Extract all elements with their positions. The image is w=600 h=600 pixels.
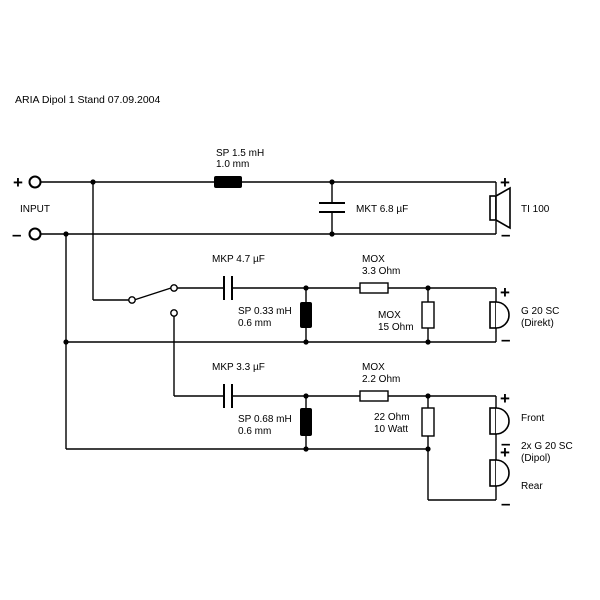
selector-switch [128, 284, 178, 317]
input-terminals: + – INPUT [12, 173, 50, 244]
dipol-speaker-label: 2x G 20 SC [521, 441, 573, 452]
capacitor-mkt-6-8uf [319, 202, 345, 213]
rear-speaker-plus-sign: + [500, 443, 510, 462]
inductor-0-33mh-label: SP 0.33 mH [238, 306, 292, 317]
resistor-mox-3-3ohm [359, 282, 389, 294]
dipol-speaker-sublabel: (Dipol) [521, 453, 550, 464]
input-minus-sign: – [12, 225, 21, 244]
rear-speaker-minus-sign: – [501, 494, 510, 513]
inductor-0-68mh-label: SP 0.68 mH [238, 414, 292, 425]
inductor-1-5mh [214, 176, 242, 188]
capacitor-mkp-3-3uf [223, 384, 233, 408]
tweeter-branch: SP 1.5 mH 1.0 mm MKT 6.8 µF + – TI 100 [214, 148, 550, 244]
resistor-mox-2-2ohm-value: 2.2 Ohm [362, 374, 400, 385]
junction-dots [63, 179, 431, 452]
direct-speaker-sublabel: (Direkt) [521, 318, 554, 329]
tweeter-speaker [489, 186, 511, 230]
rear-speaker-label: Rear [521, 481, 543, 492]
input-minus-terminal [28, 227, 42, 241]
front-speaker-plus-sign: + [500, 389, 510, 408]
resistor-22ohm-power: 10 Watt [374, 424, 408, 435]
resistor-mox-15ohm [421, 301, 435, 329]
inductor-1-5mh-label: SP 1.5 mH [216, 148, 264, 159]
capacitor-mkt-6-8uf-label: MKT 6.8 µF [356, 204, 408, 215]
resistor-mox-3-3ohm-label: MOX [362, 254, 385, 265]
inductor-0-68mh [300, 408, 312, 436]
front-speaker-minus-sign: – [501, 434, 510, 453]
capacitor-mkp-4-7uf-label: MKP 4.7 µF [212, 254, 265, 265]
rear-speaker [489, 459, 510, 487]
direct-speaker-label: G 20 SC [521, 306, 559, 317]
input-plus-terminal [28, 175, 42, 189]
resistor-22ohm-10w [421, 407, 435, 437]
tweeter-minus-sign: – [501, 225, 510, 244]
direct-speaker-plus-sign: + [500, 283, 510, 302]
direct-speaker-minus-sign: – [501, 330, 510, 349]
resistor-mox-2-2ohm-label: MOX [362, 362, 385, 373]
resistor-mox-3-3ohm-value: 3.3 Ohm [362, 266, 400, 277]
resistor-22ohm-label: 22 Ohm [374, 412, 410, 423]
inductor-1-5mh-wire-label: 1.0 mm [216, 159, 249, 170]
front-speaker [489, 407, 510, 435]
input-plus-sign: + [13, 173, 23, 192]
resistor-mox-2-2ohm [359, 390, 389, 402]
resistor-mox-15ohm-value: 15 Ohm [378, 322, 414, 333]
switch-dipol-contact [170, 309, 178, 317]
switch-common-contact [128, 296, 136, 304]
inductor-0-68mh-wire-label: 0.6 mm [238, 426, 271, 437]
input-label: INPUT [20, 204, 50, 215]
wiring [41, 181, 497, 501]
direct-speaker [489, 301, 510, 329]
direct-branch: MKP 4.7 µF SP 0.33 mH 0.6 mm MOX 3.3 Ohm… [212, 254, 559, 349]
inductor-0-33mh [300, 302, 312, 328]
tweeter-plus-sign: + [500, 173, 510, 192]
front-speaker-label: Front [521, 413, 545, 424]
dipol-branch: MKP 3.3 µF SP 0.68 mH 0.6 mm MOX 2.2 Ohm… [212, 362, 573, 513]
resistor-mox-15ohm-label: MOX [378, 310, 401, 321]
capacitor-mkp-3-3uf-label: MKP 3.3 µF [212, 362, 265, 373]
inductor-0-33mh-wire-label: 0.6 mm [238, 318, 271, 329]
switch-direct-contact [170, 284, 178, 292]
tweeter-speaker-label: TI 100 [521, 204, 550, 215]
capacitor-mkp-4-7uf [223, 276, 233, 300]
diagram-title: ARIA Dipol 1 Stand 07.09.2004 [15, 94, 161, 106]
